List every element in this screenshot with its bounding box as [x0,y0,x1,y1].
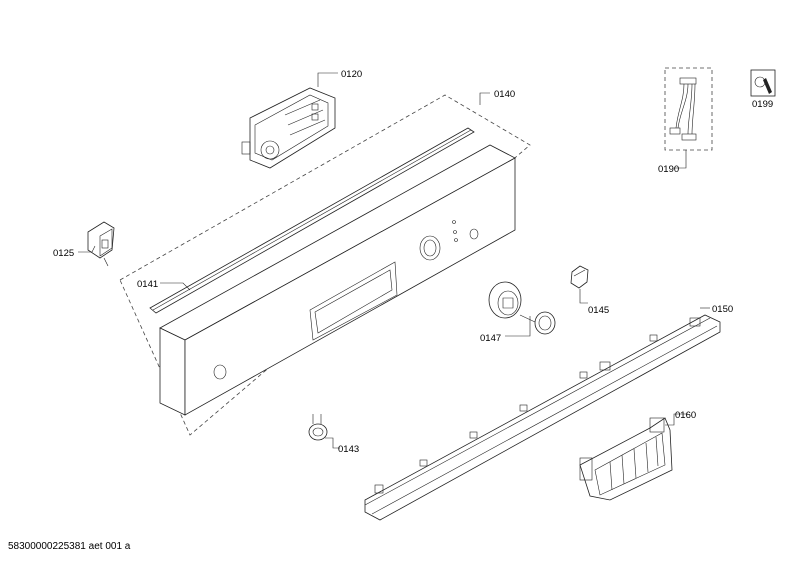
part-0125-connector [87,221,115,267]
part-0141-strip [149,127,475,314]
part-0150-trim-bar [364,314,721,521]
document-footer-code: 58300000225381 aet 001 a [8,541,131,552]
part-0199-service-icon [750,69,776,97]
label-0125: 0125 [53,248,74,259]
label-0120: 0120 [341,69,362,80]
label-0141: 0141 [137,279,158,290]
part-0147-knob [488,281,556,335]
label-0145: 0145 [588,305,609,316]
label-0160: 0160 [675,410,696,421]
label-0147: 0147 [480,333,501,344]
part-0145-cap [570,265,589,289]
label-0140: 0140 [494,89,515,100]
part-0190-wiring-harness [664,67,713,151]
part-0143-indicator [308,414,328,441]
label-0190: 0190 [658,164,679,175]
part-0160-bracket [579,417,673,501]
part-0120-electronic-module [241,87,336,169]
label-0199: 0199 [752,99,773,110]
part-0140-control-panel [159,144,516,416]
label-0143: 0143 [338,444,359,455]
label-0150: 0150 [712,304,733,315]
